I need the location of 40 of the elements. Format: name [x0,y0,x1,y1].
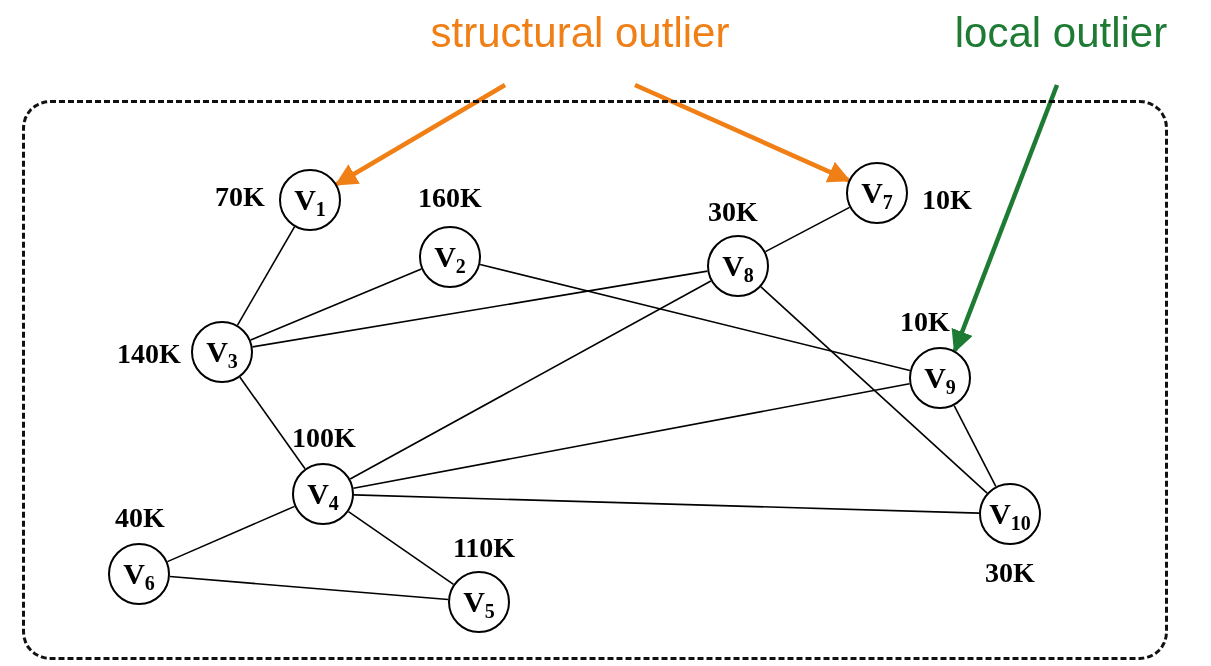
edge-line [166,505,296,563]
value-label: 40K [115,504,165,532]
edge-line [353,494,980,514]
vertex-label: V$_{9}$ [924,363,956,393]
edge-line [239,376,306,470]
edge-line [479,263,911,372]
edge-line [251,270,709,348]
edge-line [349,280,712,480]
value-label: 30K [708,198,758,226]
edge-line [347,510,455,586]
edge-line [764,206,851,253]
dashed-boundary [22,100,1168,660]
value-label: 140K [117,340,181,368]
arrow [951,84,1060,353]
value-label: 160K [418,184,482,212]
vertex-label: V$_{10}$ [989,499,1031,529]
edge-line [249,268,423,341]
edge-line [352,382,911,490]
value-label: 100K [292,424,356,452]
value-label: 110K [452,534,516,562]
value-label: 10K [922,186,972,214]
annotation-label: structural outlier [380,5,780,60]
vertex-label: V$_{2}$ [434,242,466,272]
arrow [334,83,507,187]
vertex-label: V$_{5}$ [463,587,495,617]
vertex-label: V$_{7}$ [861,178,893,208]
vertex-label: V$_{4}$ [307,479,339,509]
edge-line [169,575,449,601]
value-label: 30K [985,559,1035,587]
edge-line [953,404,997,488]
arrow [634,82,851,183]
edge-line [760,286,988,494]
edge-line [236,226,296,326]
vertex-label: V$_{3}$ [206,337,238,367]
vertex-label: V$_{6}$ [123,559,155,589]
vertex-label: V$_{1}$ [294,185,326,215]
value-label: 70K [215,183,265,211]
annotation-label: local outlier [915,5,1207,60]
vertex-label: V$_{8}$ [722,251,754,281]
value-label: 10K [900,308,950,336]
